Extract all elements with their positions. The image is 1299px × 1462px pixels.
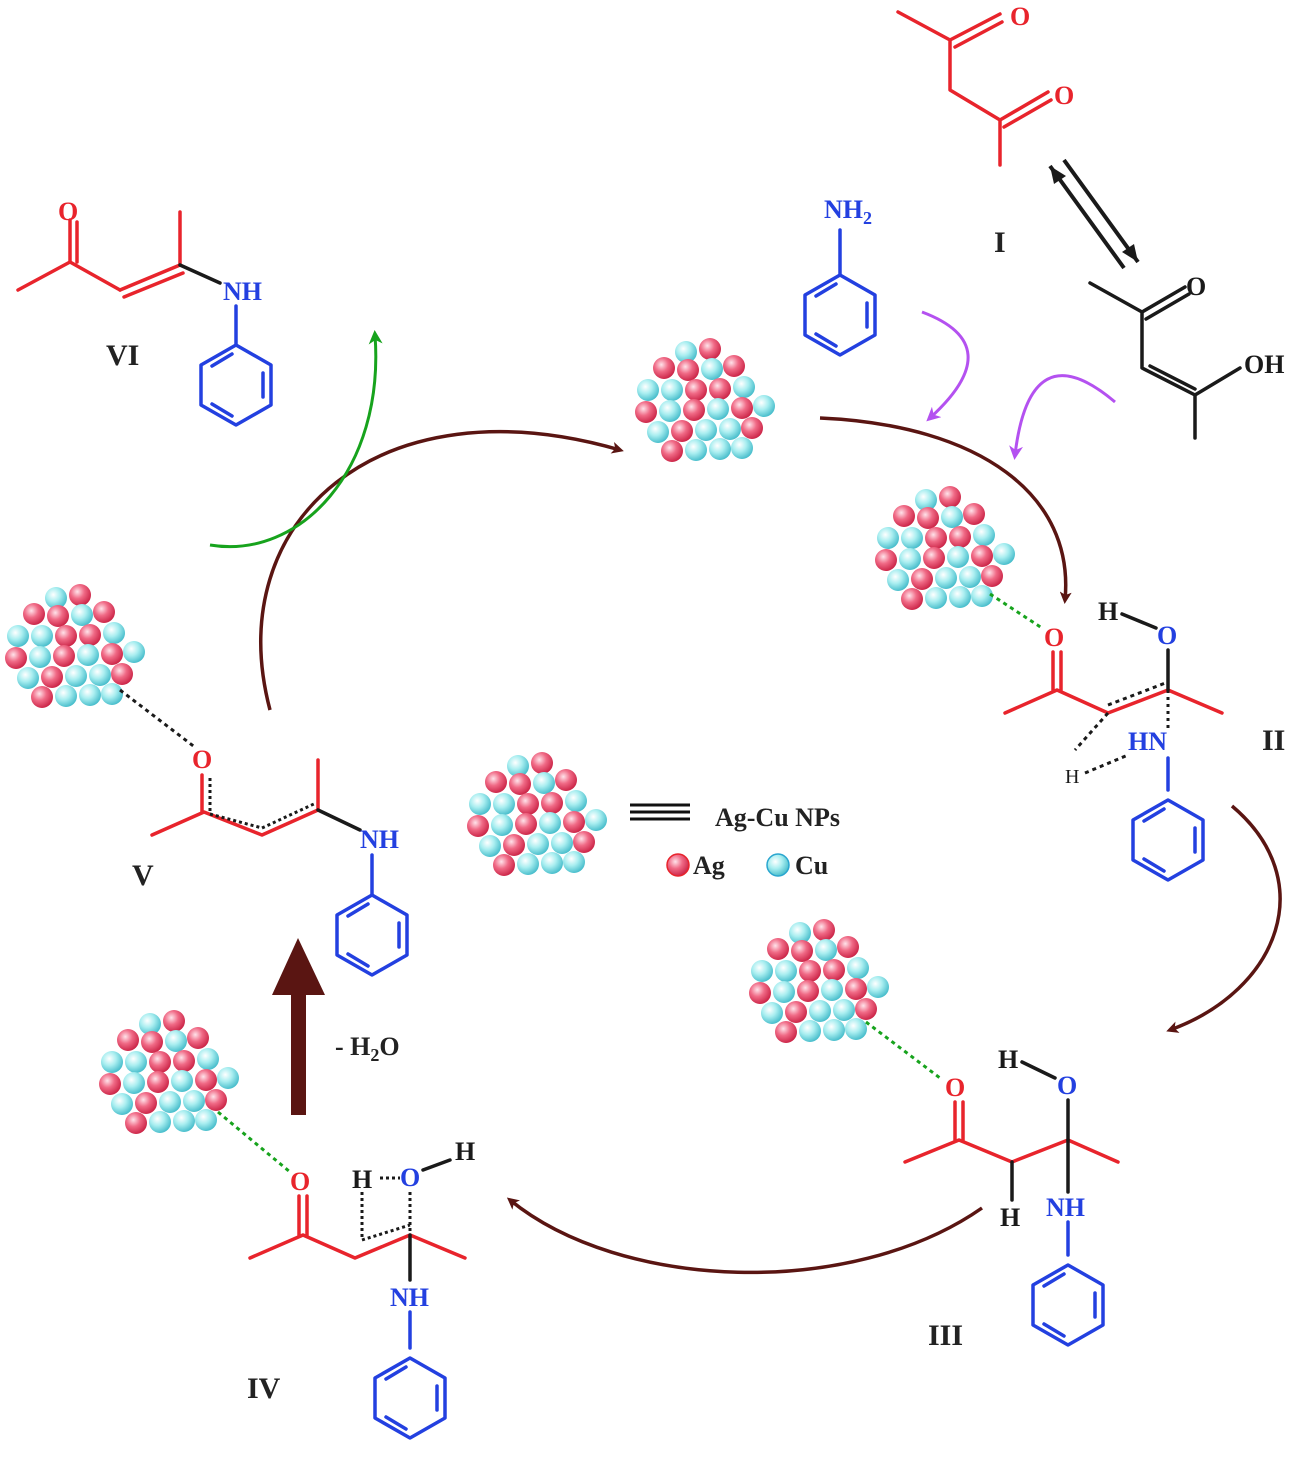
label-III: III: [928, 1319, 963, 1352]
atom-nh: NH: [390, 1283, 429, 1312]
water-loss-label: - H2O: [335, 1032, 400, 1065]
label-IV: IV: [247, 1372, 281, 1405]
atom-oh: OH: [1244, 350, 1284, 379]
cycle-arrow-to-III: [1166, 804, 1282, 1033]
legend-cu-marker: [766, 853, 790, 877]
reagent-arrow-aniline: [921, 310, 970, 422]
legend-ag-label: Ag: [693, 851, 725, 880]
label-I: I: [994, 226, 1006, 259]
atom-o: O: [192, 745, 212, 774]
legend-nanoparticle: [467, 752, 607, 876]
legend-ag-marker: [666, 853, 690, 877]
atom-h: H: [1098, 597, 1118, 626]
intermediate-III: O H O H NH: [903, 1045, 1120, 1347]
atom-o: O: [1186, 272, 1206, 301]
coordination-bond: [119, 688, 197, 750]
atom-h: H: [352, 1165, 372, 1194]
atom-h: H: [455, 1137, 475, 1166]
catalyst-nanoparticle: [635, 338, 775, 462]
atom-h: H: [1065, 766, 1079, 788]
atom-o: O: [58, 197, 78, 226]
atom-o: O: [400, 1163, 420, 1192]
atom-h: H: [1000, 1203, 1020, 1232]
label-VI: VI: [106, 339, 139, 372]
compound-I-keto: O O: [896, 2, 1074, 167]
aniline: NH2: [803, 195, 877, 357]
label-II: II: [1262, 724, 1285, 757]
product-release-arrow: [209, 330, 383, 549]
legend-catalyst-label: Ag-Cu NPs: [715, 803, 840, 832]
compound-I-enol: O OH: [1088, 272, 1284, 440]
legend-cu-label: Cu: [795, 851, 828, 880]
cycle-arrow-to-II: [819, 416, 1072, 604]
atom-o: O: [1010, 2, 1030, 31]
atom-o: O: [1157, 621, 1177, 650]
atom-o: O: [1057, 1071, 1077, 1100]
atom-hn: HN: [1128, 727, 1167, 756]
atom-nh: NH: [1046, 1193, 1085, 1222]
coordination-bond: [217, 1110, 291, 1174]
atom-nh: NH: [223, 277, 262, 306]
intermediate-II: O H O HN H: [1003, 597, 1224, 882]
cycle-arrow-to-catalyst: [259, 430, 624, 711]
atom-nh2: NH2: [824, 195, 872, 228]
equilibrium-arrows: [1048, 158, 1140, 270]
atom-o: O: [1044, 623, 1064, 652]
legend: Ag-Cu NPs Ag Cu: [467, 752, 840, 880]
atom-o: O: [1054, 81, 1074, 110]
coordination-bond: [865, 1020, 941, 1080]
dehydration-arrow: [272, 938, 325, 1115]
atom-h: H: [998, 1045, 1018, 1074]
intermediate-V: O NH: [150, 745, 409, 977]
compound-VI: O NH: [16, 197, 273, 427]
label-V: V: [132, 859, 154, 892]
atom-nh: NH: [360, 825, 399, 854]
atom-o: O: [945, 1073, 965, 1102]
coordination-bond: [989, 592, 1043, 630]
atom-o: O: [290, 1167, 310, 1196]
reagent-arrow-enol: [1009, 374, 1116, 460]
cycle-arrow-to-IV: [506, 1197, 983, 1275]
intermediate-IV: O H O H NH: [248, 1137, 475, 1440]
